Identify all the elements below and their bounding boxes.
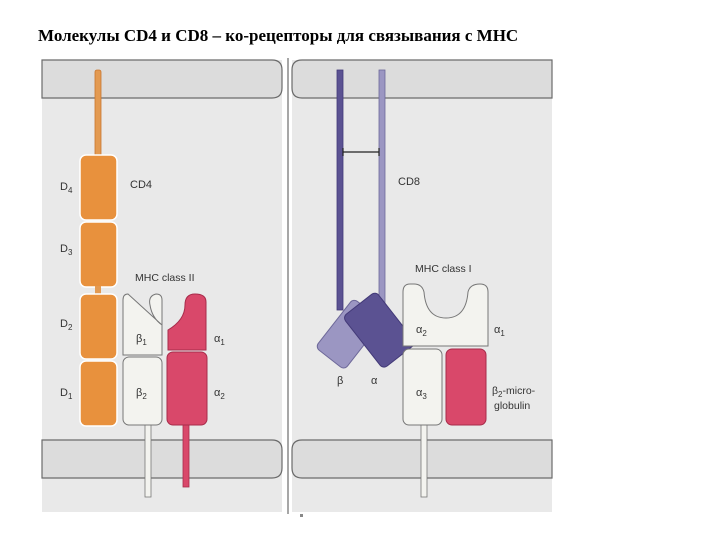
- mhc2-alpha2-domain: [166, 351, 208, 426]
- b2-microglobulin-label-line2: globulin: [494, 400, 530, 412]
- cd8-alpha-label: α: [371, 375, 378, 387]
- mhc2-label: MHC class II: [135, 272, 195, 284]
- mhc1-alpha2-label: α2: [416, 324, 427, 338]
- mhc2-alpha-stalk: [182, 424, 190, 488]
- mhc1-alpha3-domain: [402, 348, 443, 426]
- mhc1-alpha3-label: α3: [416, 387, 427, 401]
- mhc2-alpha1-label: α1: [214, 333, 225, 347]
- mhc1-alpha1-label: α1: [494, 324, 505, 338]
- right-top-membrane: [291, 59, 553, 99]
- mhc2-beta1-domain: [122, 293, 163, 356]
- cd4-domain-d1: [79, 360, 118, 427]
- cd8-alpha-stalk: [378, 69, 386, 311]
- mhc1-alpha-top-domain: [402, 283, 489, 347]
- cd8-beta-label: β: [337, 375, 343, 387]
- cd4-d4-label: D4: [60, 181, 73, 195]
- cd4-stalk: [94, 69, 102, 161]
- mhc2-beta-stalk: [144, 424, 152, 498]
- small-marker: [300, 514, 303, 517]
- mhc2-beta2-label: β2: [136, 387, 147, 401]
- cd4-domain-d3: [79, 221, 118, 288]
- cd4-d2-label: D2: [60, 318, 73, 332]
- mhc1-stalk: [420, 424, 428, 498]
- mhc2-alpha1-domain: [167, 293, 207, 351]
- cd8-beta-stalk: [336, 69, 344, 311]
- mhc2-alpha2-label: α2: [214, 387, 225, 401]
- cd8-alpha-head: [344, 292, 415, 368]
- left-top-membrane: [41, 59, 283, 99]
- cd8-label: CD8: [398, 176, 420, 188]
- left-bottom-membrane: [41, 439, 283, 479]
- cd4-domain-d2: [79, 293, 118, 360]
- b2-microglobulin-domain: [445, 348, 487, 426]
- cd4-d1-label: D1: [60, 387, 73, 401]
- slide-title: Молекулы CD4 и CD8 – ко-рецепторы для св…: [38, 26, 519, 45]
- cd4-linker: [95, 286, 101, 296]
- mhc2-beta1-label: β1: [136, 333, 147, 347]
- cd4-label: CD4: [130, 179, 152, 191]
- mhc2-beta2-domain: [122, 356, 163, 426]
- mhc1-label: MHC class I: [415, 263, 472, 275]
- b2-microglobulin-label-line1: β2-micro-: [492, 385, 536, 399]
- cd4-d3-label: D3: [60, 243, 73, 257]
- cd4-domain-d4: [79, 154, 118, 221]
